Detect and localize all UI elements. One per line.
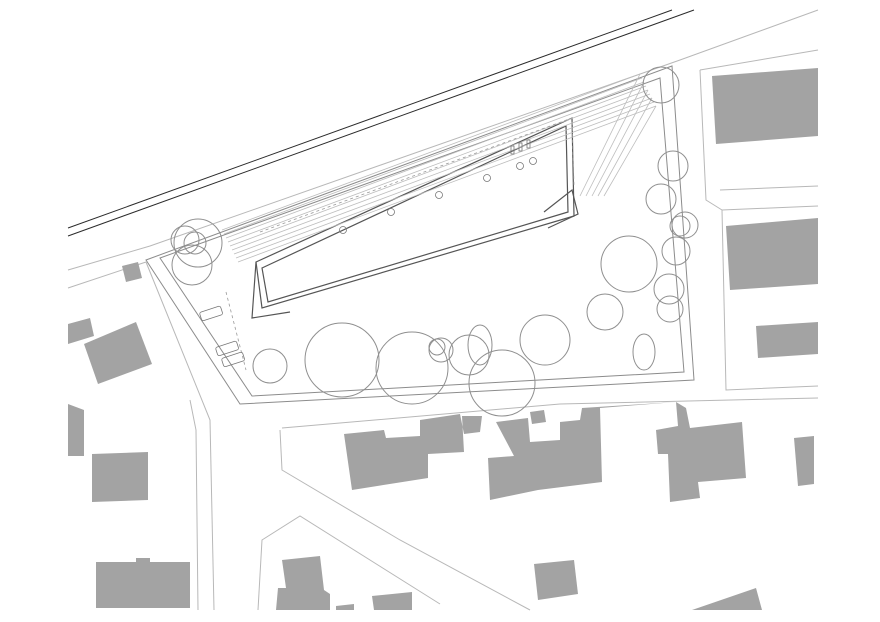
trees bbox=[170, 66, 699, 417]
dashed-outline bbox=[259, 117, 575, 233]
dashed-parking-line bbox=[225, 291, 247, 371]
railway-tracks bbox=[67, 9, 695, 237]
neighbouring-buildings bbox=[68, 68, 818, 610]
site-boundary bbox=[145, 65, 695, 405]
main-building bbox=[251, 117, 579, 319]
street-outlines bbox=[67, 9, 819, 611]
posts bbox=[339, 139, 537, 234]
parked-cars bbox=[199, 305, 245, 368]
terraced-steps bbox=[221, 73, 657, 263]
